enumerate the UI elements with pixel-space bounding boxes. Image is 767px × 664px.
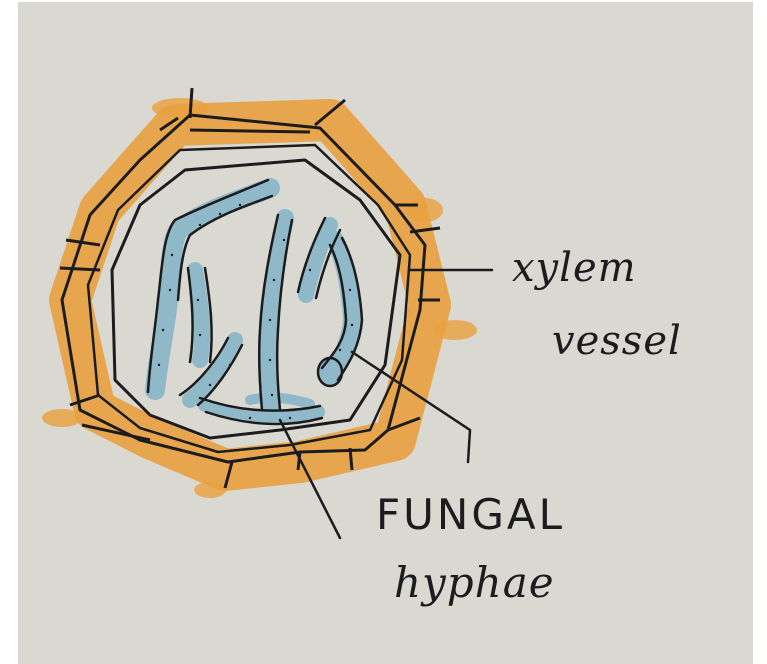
hyphae-label-line-2: hyphae <box>394 558 555 607</box>
hyphae-label-line-1: FUNGAL <box>376 490 565 539</box>
xylem-label-line-2: vessel <box>552 318 682 364</box>
xylem-label-line-1: xylem <box>512 245 637 291</box>
